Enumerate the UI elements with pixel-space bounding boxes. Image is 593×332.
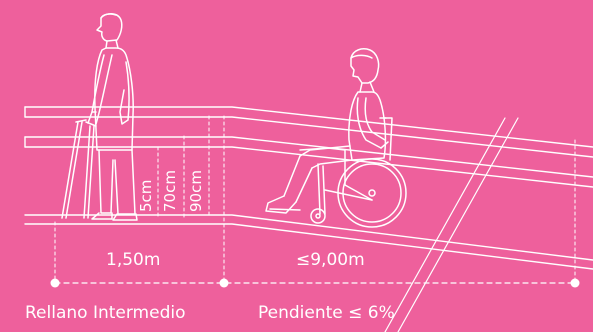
- break-lines: [384, 117, 519, 332]
- height-label-70cm: 70cm: [161, 170, 179, 212]
- dimension-line: [50, 278, 580, 288]
- lower-handrail: [24, 136, 593, 188]
- landing-length-label: 1,50m: [106, 250, 161, 270]
- height-label-5cm: 5cm: [137, 179, 155, 212]
- slope-caption: Pendiente ≤ 6%: [258, 303, 395, 323]
- ramp-floor: [24, 214, 593, 270]
- wheelchair-user-icon: [265, 48, 407, 228]
- dimension-extension-lines: [54, 115, 576, 284]
- upper-handrail: [24, 106, 593, 158]
- man-with-crutches-icon: [61, 13, 138, 221]
- height-reference-lines: [157, 115, 210, 219]
- height-label-90cm: 90cm: [187, 170, 205, 212]
- ramp-length-label: ≤9,00m: [296, 250, 365, 270]
- landing-caption: Rellano Intermedio: [25, 303, 186, 323]
